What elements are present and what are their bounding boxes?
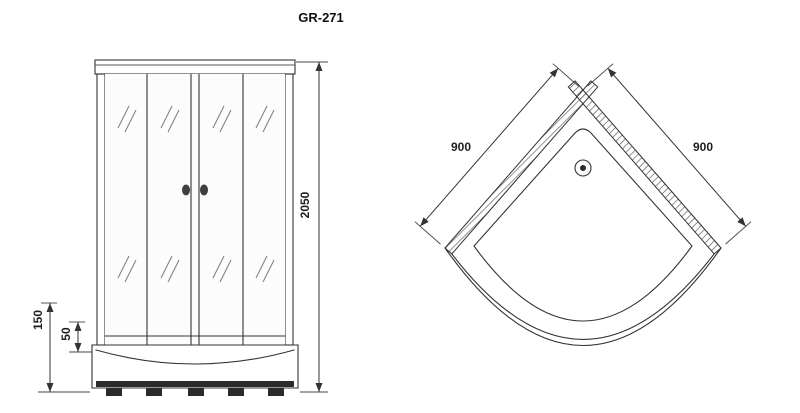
dimension-label-50: 50 [59, 327, 73, 341]
tray-shadow-band [96, 381, 294, 387]
door-handle-left [182, 184, 190, 196]
dimension-left-side: 900 [414, 63, 579, 245]
dimension-line [419, 67, 559, 227]
dimension-line [607, 67, 747, 227]
extension-line [414, 221, 441, 245]
glass-reflection-mark [117, 105, 137, 133]
dimension-tray-height: 150 [31, 302, 90, 393]
glass-reflection-mark [255, 255, 275, 283]
door-handle-right [200, 184, 208, 196]
glass-reflection-mark [160, 255, 180, 283]
tray-curved-apron [95, 349, 295, 365]
top-tray-basin [473, 128, 693, 322]
glass-reflection-mark [212, 105, 232, 133]
dimension-label-150: 150 [31, 310, 45, 330]
dimension-overall-height: 2050 [296, 61, 328, 393]
tray-foot [146, 388, 162, 396]
extension-line [725, 221, 752, 245]
top-view: 900 900 [414, 63, 752, 346]
extension-line [552, 63, 579, 87]
glass-reflection-mark [117, 255, 137, 283]
drain-inner-circle [580, 165, 586, 171]
top-tray-outer-curve [444, 247, 722, 346]
tray-foot [188, 388, 204, 396]
dimension-tray-rim: 50 [59, 321, 92, 353]
tray-foot [228, 388, 244, 396]
front-view: 2050 150 50 [31, 59, 328, 396]
front-glass-area [105, 74, 285, 345]
drain-outer-circle [574, 159, 592, 177]
extension-line [587, 63, 614, 87]
glass-reflection-mark [255, 105, 275, 133]
dimension-label-900-right: 900 [693, 140, 713, 154]
drawing-title: GR-271 [298, 10, 344, 25]
glass-reflection-mark [160, 105, 180, 133]
top-tray-rim-curve [451, 253, 715, 340]
front-tray-base [91, 344, 299, 396]
tray-foot [106, 388, 122, 396]
dimension-label-900-left: 900 [451, 140, 471, 154]
dimension-right-side: 900 [587, 63, 752, 245]
dimension-label-2050: 2050 [298, 191, 312, 218]
tray-foot [268, 388, 284, 396]
glass-reflection-mark [212, 255, 232, 283]
